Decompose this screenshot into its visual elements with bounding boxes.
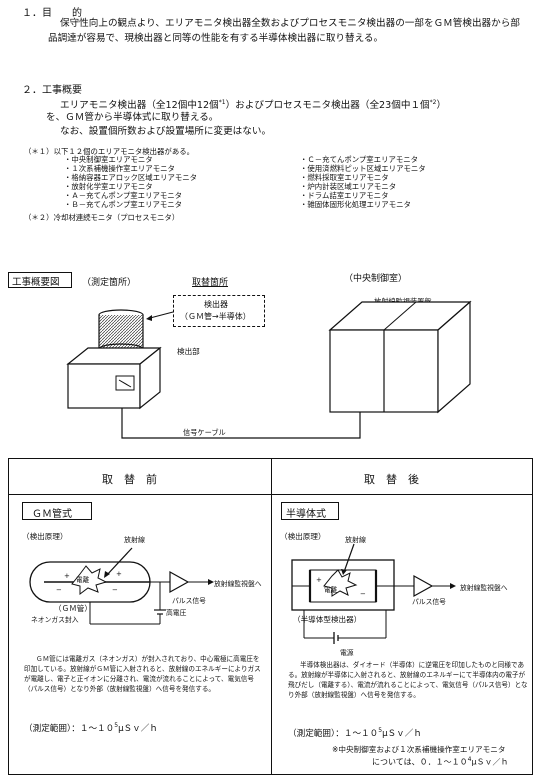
after-principle: （検出原理） xyxy=(280,532,326,541)
svg-text:+: + xyxy=(116,570,122,578)
section1-heading: １．目 的 xyxy=(22,8,82,19)
before-header: 取 替 前 xyxy=(102,473,157,486)
area-monitor-list-left: ・中央制御室エリアモニタ ・１次系補機操作室エリアモニタ ・格納容器エアロック区… xyxy=(64,155,198,209)
overview-title-box: 工事概要図 xyxy=(8,272,72,288)
before-type: ＧＭ管式 xyxy=(32,509,72,520)
before-range: （測定範囲）：１～１０5μＳｖ／ｈ xyxy=(24,722,158,734)
before-neon: ネオンガス封入 xyxy=(31,616,79,624)
before-to-monitor: 放射線監視盤へ xyxy=(214,580,262,588)
after-note-line2: については、０．１～１０4μＳｖ／ｈ xyxy=(372,756,509,767)
cable-label: 信号ケーブル xyxy=(183,428,226,437)
measure-place: （測定箇所） xyxy=(82,278,137,288)
after-power: 電源 xyxy=(340,649,354,657)
svg-text:+: + xyxy=(316,576,322,584)
before-pulse: パルス信号 xyxy=(172,597,206,605)
list-item: ・雑固体固形化処理エリアモニタ xyxy=(300,199,411,209)
list-item: ・燃料採取室エリアモニタ xyxy=(300,172,389,182)
list-item: ・Ｃ－充てんポンプ室エリアモニタ xyxy=(300,155,419,164)
svg-text:−: − xyxy=(360,590,366,598)
before-principle: （検出原理） xyxy=(22,532,68,541)
list-item: ・１次系補機操作室エリアモニタ xyxy=(64,163,175,173)
after-type: 半導体式 xyxy=(286,509,326,520)
detector-callout-sub: （ＧＭ管→半導体） xyxy=(180,312,251,321)
list-item: ・放射化学室エリアモニタ xyxy=(64,181,153,191)
after-note-line1: ※中央制御室および１次系補機操作室エリアモニタ xyxy=(332,745,506,754)
central-room: （中央制御室） xyxy=(344,274,408,284)
list-item: ・使用済燃料ピット区域エリアモニタ xyxy=(300,163,426,173)
gm-diagram: + − − + xyxy=(29,547,214,625)
list-item: ・炉内計装区域エリアモニタ xyxy=(300,181,397,191)
section2-line2: を、ＧＭ管から半導体式に取り替える。 xyxy=(46,112,219,123)
after-explanation: 半導体検出器は、ダイオード（半導体）に逆電圧を印加したものと同様である。放射線が… xyxy=(288,661,528,699)
list-item: ・Ｂ－充てんポンプ室エリアモニタ xyxy=(64,199,183,209)
after-semi: （半導体型検出器） xyxy=(293,615,362,624)
area-monitor-list-right: ・Ｃ－充てんポンプ室エリアモニタ ・使用済燃料ピット区域エリアモニタ ・燃料採取… xyxy=(300,155,426,209)
before-ionize: 電離 xyxy=(76,576,90,584)
before-radiation: 放射線 xyxy=(124,536,145,544)
detector-callout: 検出器 （ＧＭ管→半導体） xyxy=(173,295,265,327)
after-to-monitor: 放射線監視盤へ xyxy=(460,584,508,592)
after-type-box: 半導体式 xyxy=(281,502,339,520)
semiconductor-diagram: + − xyxy=(291,543,456,644)
after-range: （測定範囲）：１～１０5μＳｖ／ｈ xyxy=(288,727,422,739)
list-item: ・ドラム詰室エリアモニタ xyxy=(300,190,389,200)
list-item: ・Ａ－充てんポンプ室エリアモニタ xyxy=(64,190,183,200)
detector-callout-label: 検出器 xyxy=(204,300,228,309)
comparison-divider xyxy=(271,458,273,775)
section2-heading: ２．工事概要 xyxy=(22,85,82,96)
comparison-header-rule xyxy=(8,494,533,496)
before-type-box: ＧＭ管式 xyxy=(22,502,92,520)
after-pulse: パルス信号 xyxy=(412,598,446,606)
after-ionize: 電離 xyxy=(324,586,338,594)
after-header: 取 替 後 xyxy=(364,473,419,486)
replace-place: 取替箇所 xyxy=(192,278,229,288)
after-radiation: 放射線 xyxy=(345,536,366,544)
before-explanation: ＧＭ管には電離ガス（ネオンガス）が封入されており、中心電極に高電圧を印加している… xyxy=(24,655,261,693)
comparison-table xyxy=(8,458,533,775)
list-item: ・格納容器エアロック区域エリアモニタ xyxy=(64,172,198,182)
section2-line1: エリアモニタ検出器（全12個中12個*1）およびプロセスモニタ検出器（全23個中… xyxy=(60,99,447,112)
before-gm: （ＧＭ管） xyxy=(54,604,92,613)
list-item: ・中央制御室エリアモニタ xyxy=(64,155,153,164)
overview-diagram xyxy=(66,300,472,439)
overview-title: 工事概要図 xyxy=(12,277,60,288)
section2-line3: なお、設置個所数および設置場所に変更はない。 xyxy=(60,126,272,137)
note1-label: （＊１）以下１２個のエリアモニタ検出器がある。 xyxy=(24,147,194,156)
section1-body: 保守性向上の観点より、エリアモニタ検出器全数およびプロセスモニタ検出器の一部をＧ… xyxy=(48,18,520,44)
before-hv: 高電圧 xyxy=(166,609,187,617)
svg-text:+: + xyxy=(64,572,70,580)
note2: （＊２）冷却材連続モニタ（プロセスモニタ） xyxy=(24,213,180,222)
detector-unit-label: 検出部 xyxy=(177,347,200,356)
svg-text:−: − xyxy=(112,586,118,594)
svg-text:−: − xyxy=(56,586,62,594)
